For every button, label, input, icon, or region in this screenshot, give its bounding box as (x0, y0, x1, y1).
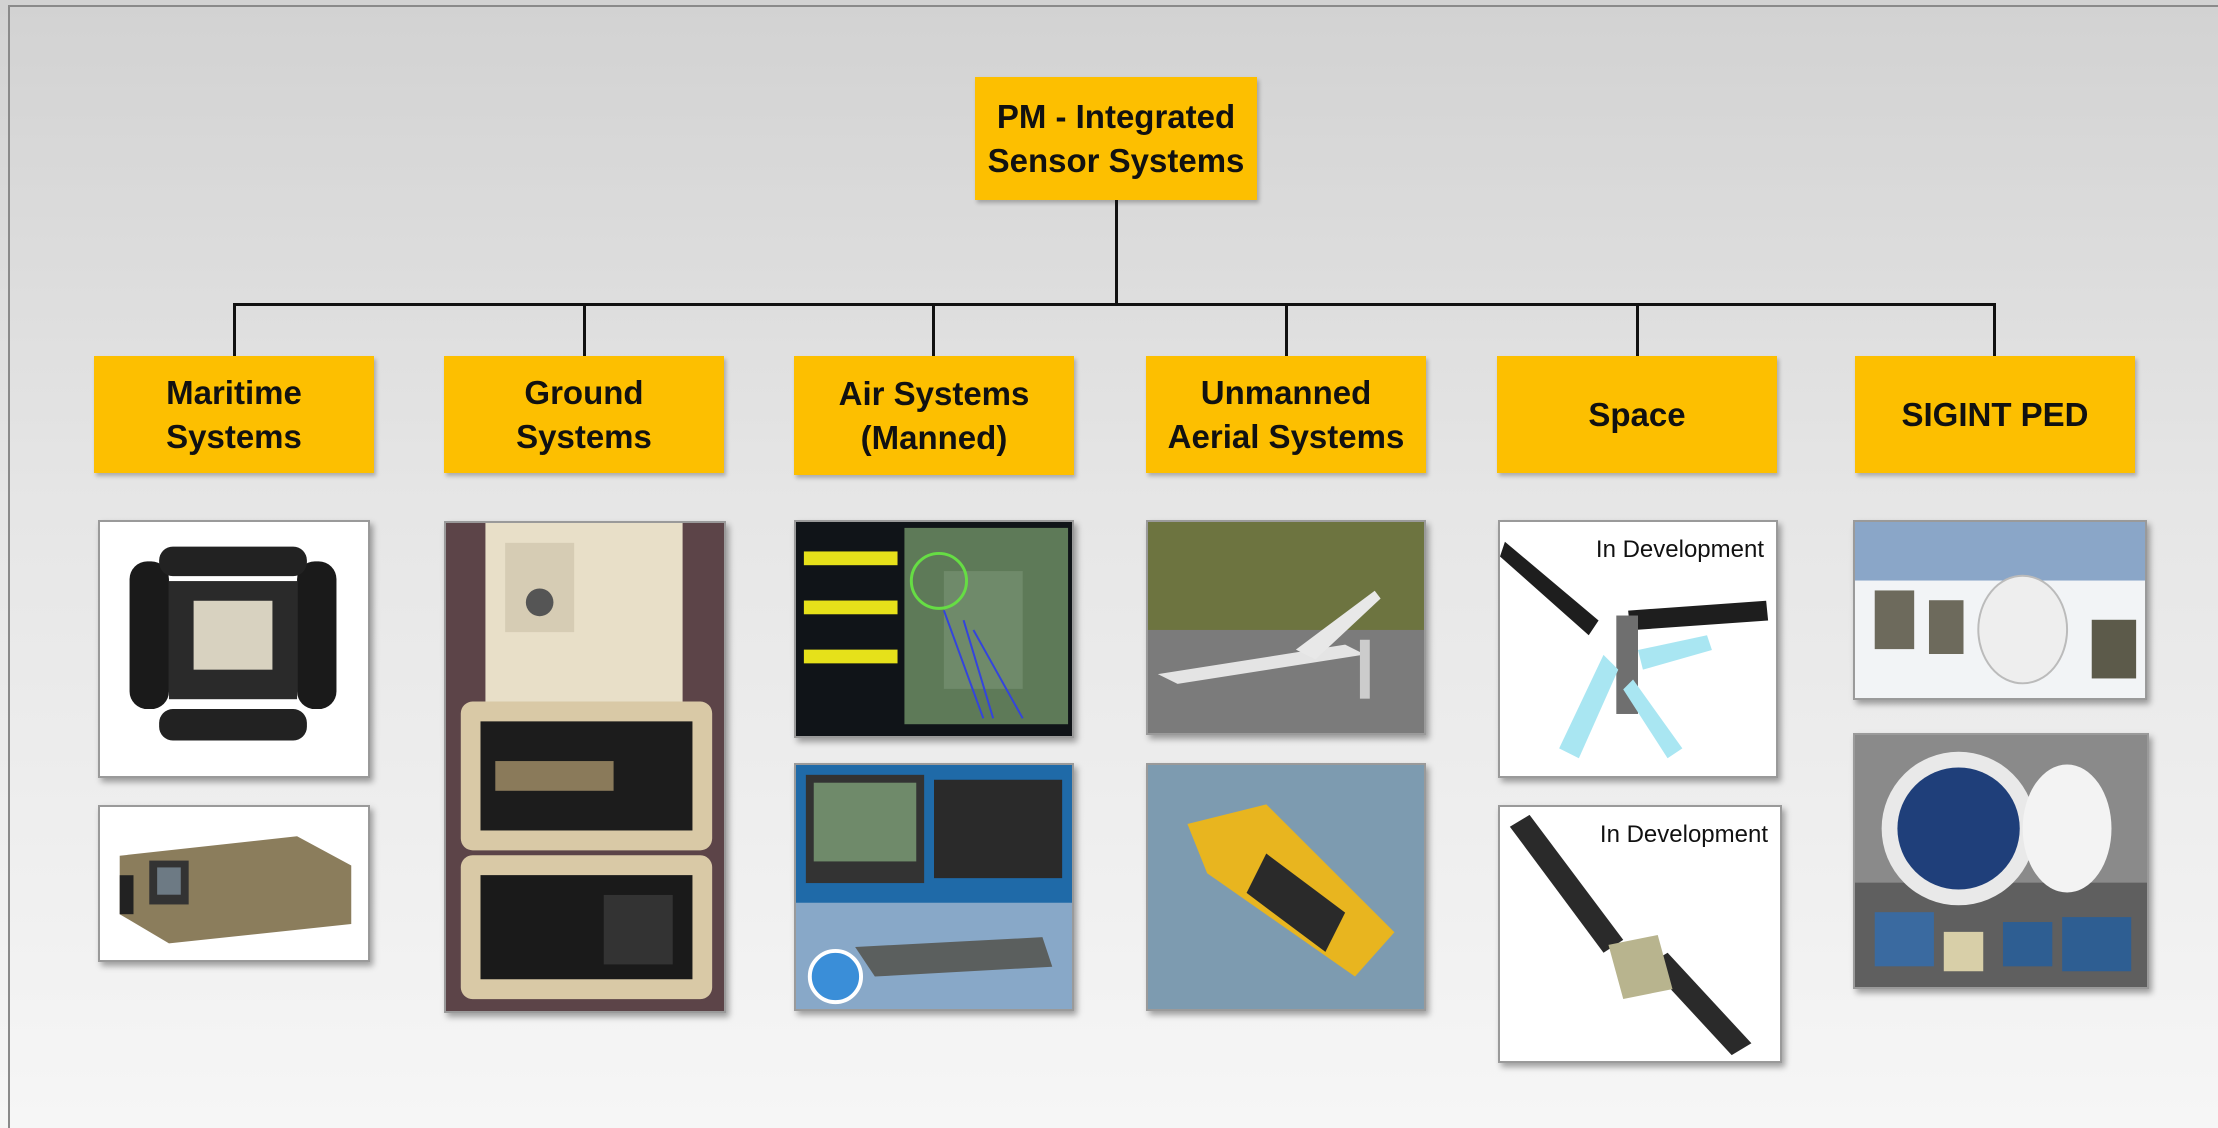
uas-aircraft-photo (1146, 520, 1426, 735)
branch-connector-ground (583, 303, 586, 356)
sigint-field-team-photo (1853, 520, 2147, 700)
in-development-label: In Development (1595, 536, 1764, 563)
branch-label: Ground Systems (516, 373, 652, 455)
slide-frame (8, 5, 2218, 1128)
branch-label: Space (1588, 395, 1686, 433)
branch-sigint-ped: SIGINT PED (1855, 356, 2135, 473)
root-label: PM - Integrated Sensor Systems (987, 97, 1245, 179)
branch-connector-uas (1285, 303, 1288, 356)
space-satellite-photo-2: In Development (1498, 805, 1782, 1063)
in-development-label: In Development (1599, 821, 1768, 848)
root-node: PM - Integrated Sensor Systems (975, 77, 1257, 200)
uas-sensor-pod-photo (1146, 763, 1426, 1011)
branch-space: Space (1497, 356, 1777, 473)
branch-label: SIGINT PED (1901, 395, 2089, 433)
branch-ground: Ground Systems (444, 356, 724, 473)
branch-maritime: Maritime Systems (94, 356, 374, 473)
branch-connector-space (1636, 303, 1639, 356)
horizontal-bus (233, 303, 1996, 306)
air-software-screenshot (794, 520, 1074, 738)
root-connector (1115, 200, 1118, 305)
sigint-silentdagger-photo (1853, 733, 2149, 989)
branch-label: Air Systems (Manned) (838, 374, 1030, 456)
air-tiltrotor-photo (794, 763, 1074, 1011)
branch-connector-sigint (1993, 303, 1996, 356)
ground-rack-photo (444, 521, 726, 1013)
maritime-radio-photo (98, 805, 370, 962)
branch-air-manned: Air Systems (Manned) (794, 356, 1074, 475)
branch-label: Unmanned Aerial Systems (1167, 373, 1405, 455)
branch-label: Maritime Systems (166, 373, 302, 455)
branch-connector-maritime (233, 303, 236, 356)
branch-unmanned-aerial: Unmanned Aerial Systems (1146, 356, 1426, 473)
maritime-sensor-photo (98, 520, 370, 778)
branch-connector-air (932, 303, 935, 356)
space-satellite-photo-1: In Development (1498, 520, 1778, 778)
